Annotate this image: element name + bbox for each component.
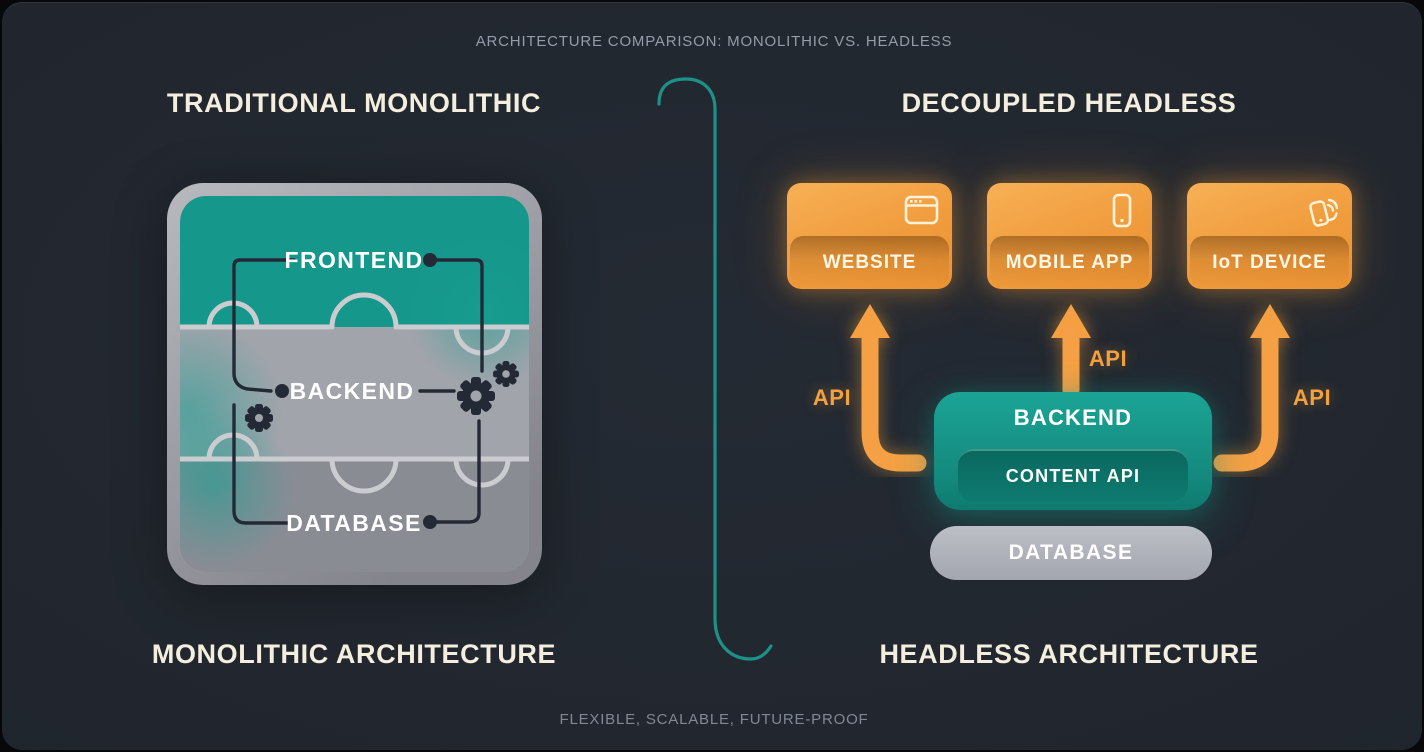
website-card: WEBSITE	[787, 183, 952, 289]
website-label-strip: WEBSITE	[790, 236, 949, 289]
browser-icon	[904, 195, 939, 225]
mobile-app-label-strip: MOBILE APP	[990, 236, 1149, 289]
backend-layer-label: BACKEND	[289, 378, 415, 404]
divider-curve	[657, 77, 773, 661]
mobile-icon	[1112, 193, 1132, 228]
api-label-right: API	[1292, 385, 1332, 410]
iot-device-label: IoT DEVICE	[1212, 251, 1327, 273]
left-caption: MONOLITHIC ARCHITECTURE	[151, 639, 557, 669]
right-heading: DECOUPLED HEADLESS	[901, 88, 1237, 118]
gears-icon	[457, 361, 519, 415]
content-api-label: CONTENT API	[1005, 466, 1141, 486]
connector-lines	[232, 258, 484, 525]
database-label: DATABASE	[1008, 541, 1134, 564]
iot-device-icon	[1309, 198, 1339, 227]
database-box: DATABASE	[930, 526, 1212, 580]
arrow-head-website	[850, 304, 890, 338]
iot-device-card: IoT DEVICE	[1187, 183, 1352, 289]
arrow-shaft-website	[861, 327, 927, 472]
left-heading: TRADITIONAL MONOLITHIC	[166, 88, 542, 118]
database-layer-label: DATABASE	[286, 510, 422, 536]
website-label: WEBSITE	[822, 251, 917, 273]
api-label-center: API	[1088, 346, 1128, 371]
backend-box: BACKEND CONTENT API	[934, 392, 1212, 510]
api-label-left: API	[812, 385, 852, 410]
connector-dots	[275, 253, 437, 529]
gear-icon	[245, 404, 273, 432]
mobile-app-label: MOBILE APP	[1005, 251, 1134, 273]
arrow-shaft-iot	[1213, 327, 1279, 472]
arrow-head-mobile	[1051, 304, 1091, 338]
monolith-puzzle	[167, 183, 542, 585]
footer-caption: FLEXIBLE, SCALABLE, FUTURE-PROOF	[559, 711, 869, 728]
right-caption: HEADLESS ARCHITECTURE	[879, 639, 1259, 669]
backend-label: BACKEND	[1013, 405, 1133, 430]
iot-device-label-strip: IoT DEVICE	[1190, 236, 1349, 289]
frontend-label: FRONTEND	[284, 247, 424, 273]
content-api-box: CONTENT API	[958, 449, 1188, 502]
top-caption: ARCHITECTURE COMPARISON: MONOLITHIC VS. …	[475, 33, 953, 50]
mobile-app-card: MOBILE APP	[987, 183, 1152, 289]
api-arrows	[850, 304, 1290, 472]
arrow-head-iot	[1250, 304, 1290, 338]
